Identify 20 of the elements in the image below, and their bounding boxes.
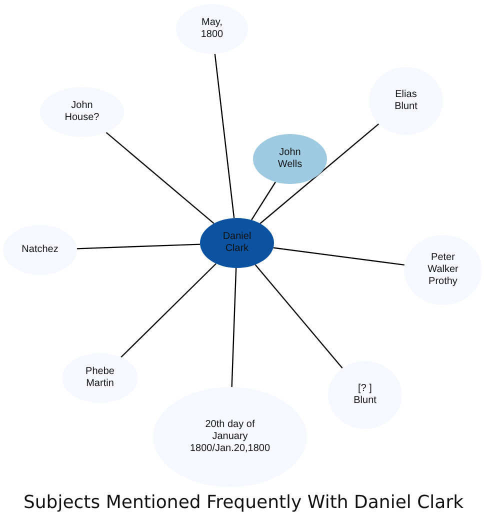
- connector-line: [76, 244, 200, 250]
- connector-line: [273, 247, 404, 266]
- node-label: Elias Blunt: [394, 89, 418, 113]
- connector-line: [214, 54, 235, 218]
- connector-line: [254, 264, 343, 368]
- connector-line: [260, 123, 380, 224]
- node-label: John House?: [64, 100, 100, 124]
- node-label: 20th day of January 1800/Jan.20,1800: [190, 419, 270, 455]
- node-label: [? ] Blunt: [354, 383, 376, 407]
- connector-line: [231, 268, 237, 388]
- node-label: Natchez: [22, 244, 58, 256]
- node-label: Peter Walker Prothy: [428, 252, 458, 288]
- node-label: Phebe Martin: [86, 366, 114, 390]
- node-label: May, 1800: [200, 17, 224, 41]
- connector-line: [120, 263, 216, 358]
- node-label: Daniel Clark: [222, 231, 252, 255]
- node-label: John Wells: [278, 147, 302, 171]
- connector-line: [251, 182, 276, 220]
- connector-line: [106, 132, 214, 224]
- diagram-title: Subjects Mentioned Frequently With Daniel Clark: [22, 491, 465, 515]
